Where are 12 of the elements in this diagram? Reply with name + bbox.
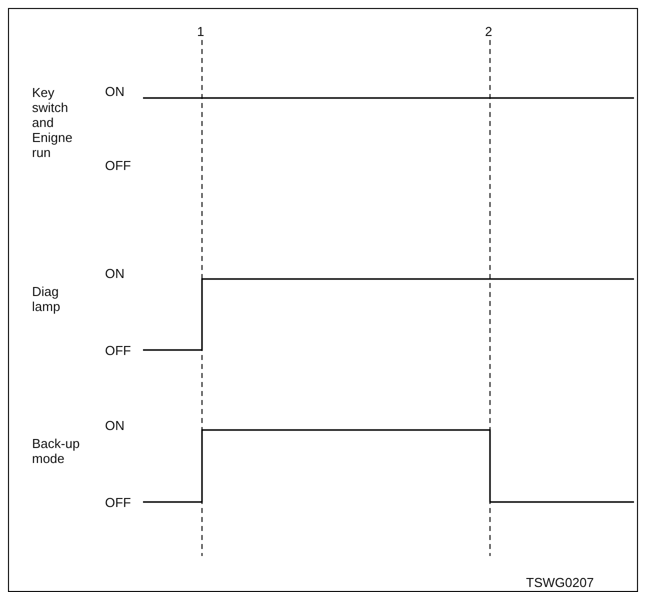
- marker-number: 2: [485, 24, 492, 39]
- state-label: OFF: [105, 158, 131, 173]
- signal-name: Diag lamp: [32, 284, 62, 314]
- state-label: ON: [105, 84, 124, 99]
- state-label: ON: [105, 418, 124, 433]
- state-label: OFF: [105, 343, 131, 358]
- state-label: OFF: [105, 495, 131, 510]
- state-label: ON: [105, 266, 124, 281]
- marker-number: 1: [197, 24, 204, 39]
- signal-name: Back-up mode: [32, 436, 81, 466]
- signal-name: Key switch and Enigne run: [32, 85, 74, 160]
- figure-code: TSWG0207: [526, 575, 594, 590]
